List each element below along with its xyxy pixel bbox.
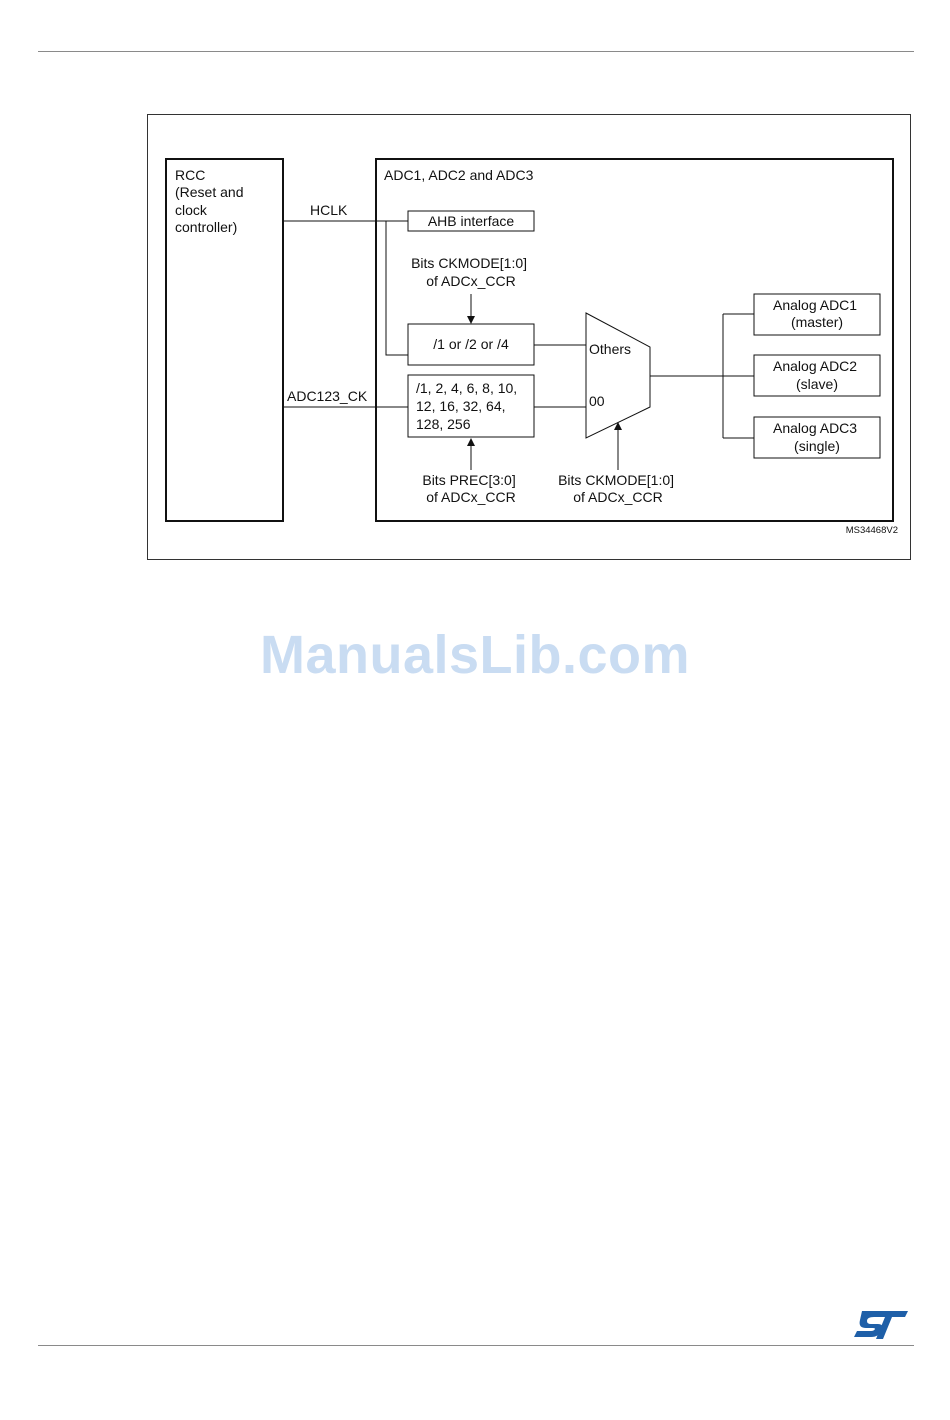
- mux-input-others: Others: [589, 341, 631, 357]
- analog-adc3-label: Analog ADC3 (single): [773, 420, 861, 454]
- header-rule: [38, 51, 914, 52]
- divider-label: /1 or /2 or /4: [433, 336, 509, 352]
- ahb-interface-box: [407, 210, 535, 232]
- rcc-label: RCC (Reset and clock controller): [175, 167, 247, 235]
- adc-block: [375, 158, 894, 522]
- prescaler-label: /1, 2, 4, 6, 8, 10, 12, 16, 32, 64, 128,…: [416, 380, 521, 432]
- prec-label: Bits PREC[3:0] of ADCx_CCR: [422, 472, 519, 505]
- analog-adc2-label: Analog ADC2 (slave): [773, 358, 861, 392]
- ckmode-top-label: Bits CKMODE[1:0] of ADCx_CCR: [411, 255, 531, 289]
- figure-frame: RCC (Reset and clock controller) ADC1, A…: [147, 114, 911, 560]
- analog-adc3-box: [753, 416, 881, 459]
- st-logo: [854, 1311, 908, 1339]
- watermark: ManualsLib.com: [259, 625, 691, 685]
- analog-adc1-box: [753, 293, 881, 336]
- prescaler-box: [407, 374, 535, 438]
- footer-rule: [38, 1345, 914, 1346]
- hclk-label: HCLK: [310, 202, 348, 218]
- analog-adc2-box: [753, 354, 881, 397]
- rcc-block: [165, 158, 284, 522]
- ahb-interface-label: AHB interface: [428, 213, 515, 229]
- mux-input-00: 00: [589, 393, 605, 409]
- adc123-ck-label: ADC123_CK: [287, 388, 368, 404]
- figure-id: MS34468V2: [846, 525, 898, 536]
- adc-block-label: ADC1, ADC2 and ADC3: [384, 167, 534, 183]
- adc-clock-diagram: RCC (Reset and clock controller) ADC1, A…: [165, 158, 898, 536]
- hclk-divider-line: [385, 221, 408, 356]
- ckmode-bottom-label: Bits CKMODE[1:0] of ADCx_CCR: [558, 472, 678, 505]
- clock-mux: [585, 312, 651, 439]
- analog-adc1-label: Analog ADC1 (master): [773, 297, 861, 330]
